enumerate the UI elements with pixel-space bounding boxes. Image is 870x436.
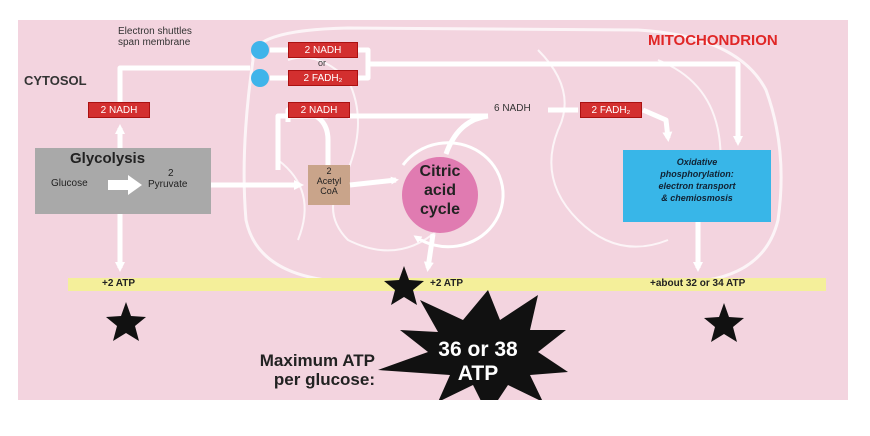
oxphos-line2: phosphorylation:	[623, 168, 771, 180]
carrier-or-label: or	[318, 58, 326, 68]
glycolysis-title: Glycolysis	[70, 150, 145, 167]
star-glycolysis	[106, 302, 146, 341]
citric-line3: cycle	[402, 200, 478, 219]
oxphos-line4: & chemiosmosis	[623, 192, 771, 204]
pyruvate-label: Pyruvate	[148, 179, 187, 190]
pyruvate-count: 2	[168, 168, 174, 179]
atp-glycolysis: +2 ATP	[102, 278, 135, 289]
atp-citric: +2 ATP	[430, 278, 463, 289]
total-line2: ATP	[418, 362, 538, 386]
citric-line2: acid	[402, 181, 478, 200]
carrier-nadh-glycolysis: 2 NADH	[88, 102, 150, 118]
star-citric	[384, 266, 424, 305]
citric-cycle-label: Citric acid cycle	[402, 162, 478, 219]
total-atp-label: 36 or 38 ATP	[418, 338, 538, 386]
carrier-fadh-shuttle: 2 FADH₂	[288, 70, 358, 86]
shuttles-line2: span membrane	[118, 37, 258, 48]
acetyl-count: 2	[308, 166, 350, 176]
oxphos-label: Oxidative phosphorylation: electron tran…	[623, 156, 771, 204]
atp-yield-diagram: Electron shuttles span membrane MITOCHON…	[18, 20, 848, 400]
star-oxphos	[704, 303, 744, 342]
cytosol-title: CYTOSOL	[24, 73, 87, 88]
carrier-nadh-shuttle: 2 NADH	[288, 42, 358, 58]
shuttles-label: Electron shuttles span membrane	[118, 26, 258, 48]
acetyl-coa-label: 2 Acetyl CoA	[308, 166, 350, 196]
carrier-nadh-acetyl: 2 NADH	[288, 102, 350, 118]
summary-label: Maximum ATP per glucose:	[215, 351, 375, 389]
glucose-label: Glucose	[51, 178, 88, 189]
summary-line2: per glucose:	[215, 370, 375, 389]
carrier-nadh-cycle: 6 NADH	[494, 103, 531, 114]
citric-line1: Citric	[402, 162, 478, 181]
carrier-fadh-cycle: 2 FADH₂	[580, 102, 642, 118]
oxphos-line3: electron transport	[623, 180, 771, 192]
summary-line1: Maximum ATP	[215, 351, 375, 370]
total-line1: 36 or 38	[418, 338, 538, 362]
mitochondrion-title: MITOCHONDRION	[648, 32, 778, 49]
atp-oxphos: +about 32 or 34 ATP	[650, 278, 745, 289]
acetyl-name-line1: Acetyl	[308, 176, 350, 186]
acetyl-name-line2: CoA	[308, 186, 350, 196]
shuttle-dot-lower	[251, 69, 269, 87]
oxphos-line1: Oxidative	[623, 156, 771, 168]
shuttles-line1: Electron shuttles	[118, 26, 258, 37]
